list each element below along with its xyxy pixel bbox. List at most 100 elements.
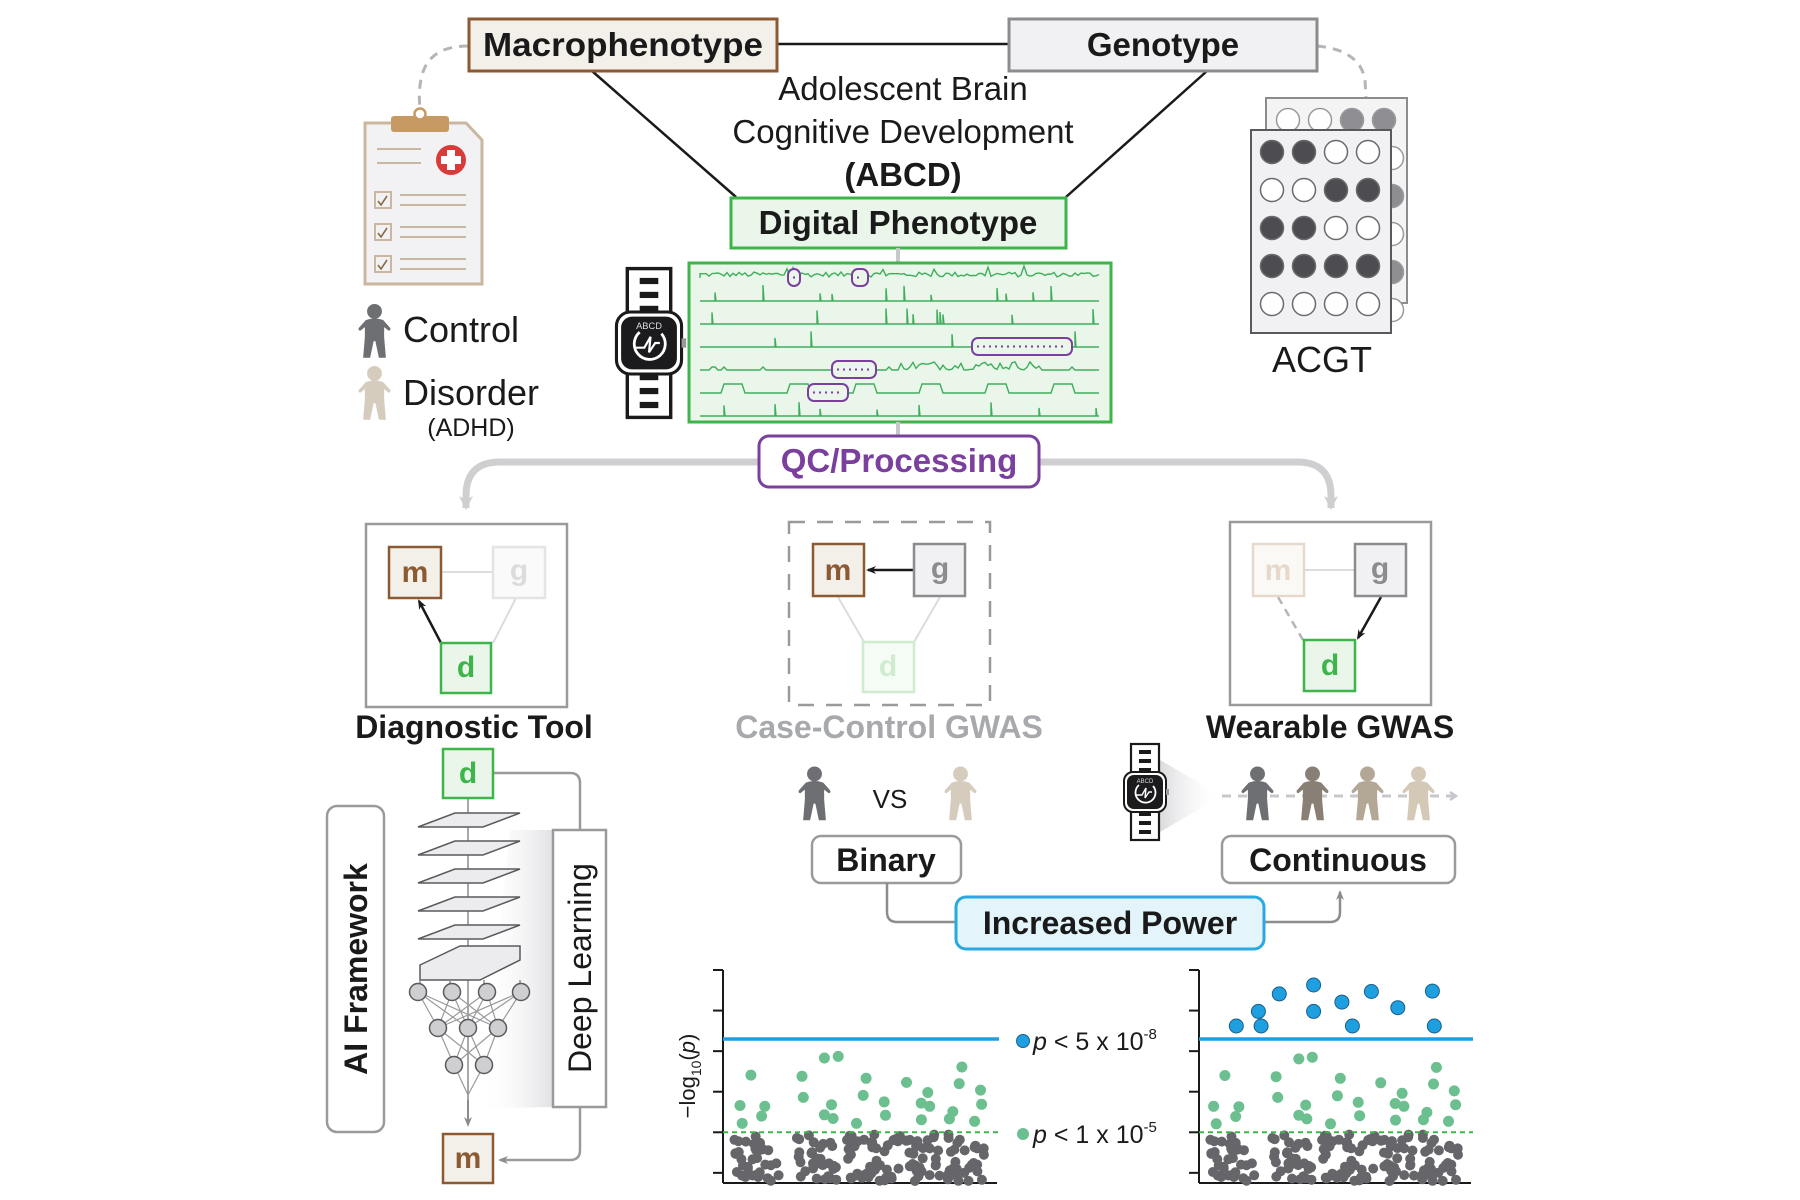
null-snp-point xyxy=(730,1148,741,1159)
genotype-cell xyxy=(1291,215,1317,241)
null-snp-point xyxy=(1403,1129,1414,1140)
suggestive-snp-point xyxy=(1210,1118,1222,1130)
null-snp-point xyxy=(924,1170,935,1181)
wearable-fan xyxy=(1160,760,1222,832)
genotype-cell xyxy=(1259,139,1285,165)
suggestive-snp-point xyxy=(975,1084,986,1096)
null-snp-point xyxy=(945,1146,956,1157)
significant-snp-point xyxy=(1390,1000,1406,1016)
null-snp-point xyxy=(901,1135,912,1146)
genotype-cell xyxy=(1275,107,1301,133)
null-snp-point xyxy=(754,1167,765,1178)
suggestive-snp-point xyxy=(1306,1051,1318,1063)
control-person-icon xyxy=(798,766,831,821)
null-snp-point xyxy=(1283,1163,1294,1174)
null-snp-point xyxy=(963,1175,974,1186)
svg-text:p < 5 x 10-8: p < 5 x 10-8 xyxy=(1032,1026,1157,1056)
null-snp-point xyxy=(1426,1137,1437,1148)
genotype-cell xyxy=(1371,107,1397,133)
macro-to-clipboard-connector xyxy=(417,44,469,109)
suggestive-snp-point xyxy=(1325,1118,1336,1130)
deep-learning-box: Deep Learning xyxy=(551,828,608,1109)
macrophenotype-label: Macrophenotype xyxy=(483,26,763,63)
significant-snp-point xyxy=(1253,1018,1269,1034)
null-snp-point xyxy=(1376,1135,1386,1146)
null-snp-point xyxy=(1286,1153,1297,1164)
genotype-node: Genotype xyxy=(1007,17,1319,73)
suggestive-snp-point xyxy=(1331,1090,1343,1102)
y-axis-label: −log10(p) xyxy=(675,1034,704,1119)
null-snp-point xyxy=(811,1153,822,1164)
null-snp-point xyxy=(913,1171,924,1182)
suggestive-snp-point xyxy=(759,1100,771,1112)
svg-text:g: g xyxy=(1371,552,1389,585)
vs-label: VS xyxy=(873,784,908,814)
svg-text:m: m xyxy=(455,1142,482,1175)
network-neuron xyxy=(428,1018,448,1038)
suggestive-snp-point xyxy=(796,1070,808,1082)
null-snp-point xyxy=(1407,1145,1418,1156)
null-snp-point xyxy=(874,1175,885,1186)
null-snp-point xyxy=(879,1146,890,1157)
genotype-matrix-label: ACGT xyxy=(1272,339,1372,380)
significant-snp-point xyxy=(1306,977,1322,993)
study-title-line2: Cognitive Development xyxy=(732,113,1073,150)
null-snp-point xyxy=(1338,1172,1349,1183)
suggestive-snp-point xyxy=(1233,1101,1245,1113)
null-snp-point xyxy=(747,1154,758,1165)
null-snp-point xyxy=(1453,1149,1463,1160)
null-snp-point xyxy=(1321,1130,1332,1141)
suggestive-snp-point xyxy=(1450,1099,1462,1111)
network-layer xyxy=(417,812,521,828)
genotype-cell xyxy=(1323,177,1349,203)
null-snp-point xyxy=(908,1148,919,1159)
signal-trace xyxy=(700,360,1099,371)
null-snp-point xyxy=(811,1173,822,1184)
threshold-legend-suggestive: p < 1 x 10-5 xyxy=(1017,1119,1157,1149)
qc-to-diagnostic-arrow xyxy=(459,458,759,510)
null-snp-point xyxy=(1417,1169,1428,1180)
null-snp-point xyxy=(1321,1173,1332,1184)
null-snp-point xyxy=(922,1135,933,1146)
suggestive-snp-point xyxy=(797,1091,809,1103)
null-snp-point xyxy=(1433,1145,1444,1156)
genotype-cell xyxy=(1355,139,1381,165)
null-snp-point xyxy=(1442,1158,1453,1168)
suggestive-snp-point xyxy=(826,1099,837,1111)
suggestive-snp-point xyxy=(924,1100,936,1112)
null-snp-point xyxy=(740,1136,751,1147)
ai-framework-label: AI Framework xyxy=(338,863,374,1075)
null-snp-point xyxy=(1392,1153,1403,1164)
suggestive-snp-point xyxy=(1293,1053,1305,1065)
null-snp-point xyxy=(911,1141,922,1152)
null-snp-point xyxy=(846,1130,857,1141)
suggestive-snp-point xyxy=(1301,1113,1313,1125)
suggestive-snp-point xyxy=(818,1052,830,1064)
significant-snp-point xyxy=(1306,1003,1322,1019)
genotype-matrix-icon xyxy=(1250,97,1408,334)
null-snp-point xyxy=(1205,1134,1216,1145)
case-control-title: Case-Control GWAS xyxy=(735,709,1043,745)
macro-digital-link xyxy=(591,70,737,198)
diagnostic-node-d: d xyxy=(439,641,493,695)
legend-disorder-label: Disorder xyxy=(403,372,539,413)
signal-trace xyxy=(699,263,1100,279)
power-arrow xyxy=(1264,890,1344,924)
null-snp-point xyxy=(1409,1170,1419,1181)
null-snp-point xyxy=(904,1161,915,1172)
suggestive-snp-point xyxy=(1396,1087,1408,1099)
suggestive-snp-point xyxy=(827,1113,839,1124)
svg-text:p < 1 x 10-5: p < 1 x 10-5 xyxy=(1032,1119,1157,1149)
suggestive-snp-point xyxy=(1230,1111,1242,1122)
null-snp-point xyxy=(849,1141,860,1152)
null-snp-point xyxy=(929,1129,940,1140)
null-snp-point xyxy=(1224,1138,1235,1149)
genotype-cell xyxy=(1291,253,1317,279)
case-control-node-g: g xyxy=(912,542,967,598)
watch-brand-label: ABCD xyxy=(636,321,662,331)
null-snp-point xyxy=(1349,1160,1360,1171)
disorder-person-icon xyxy=(358,365,391,420)
case-control-node-d: d xyxy=(861,640,916,694)
null-snp-point xyxy=(1230,1167,1241,1178)
digital-phenotype-node: Digital Phenotype xyxy=(729,196,1068,250)
